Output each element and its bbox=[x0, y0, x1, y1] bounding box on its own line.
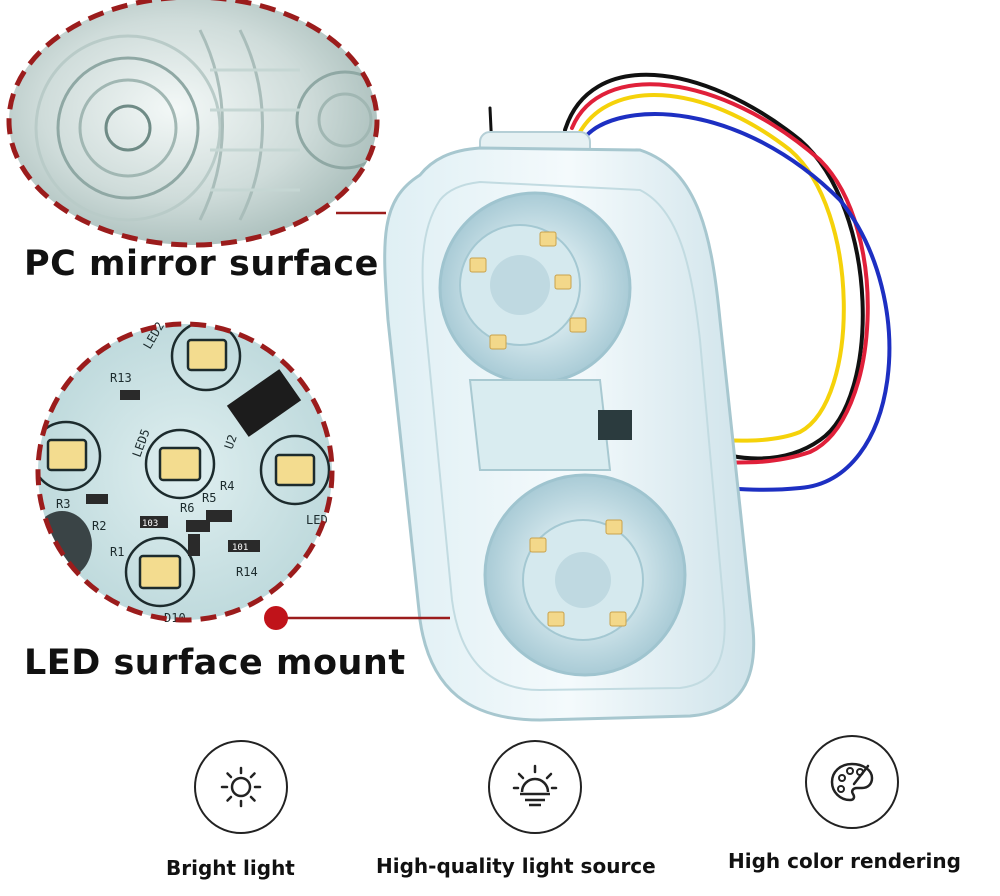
pcb-marking-r1: R1 bbox=[110, 545, 124, 559]
feature-high-quality-light-source bbox=[488, 740, 582, 834]
pcb-marking-r4: R4 bbox=[220, 479, 234, 493]
pcb-marking-101: 101 bbox=[232, 543, 248, 553]
pcb-marking-r6: R6 bbox=[180, 501, 194, 515]
pcb-inset: R13 LED2 LED5 U2 R3 R2 R1 R6 R5 R4 103 1… bbox=[35, 319, 335, 625]
sun-icon bbox=[220, 766, 262, 808]
wire-bundle bbox=[488, 72, 892, 492]
palette-icon bbox=[830, 762, 874, 802]
pcb-marking-r13: R13 bbox=[110, 371, 132, 385]
callout-dot-led bbox=[264, 606, 288, 630]
callout-pc-mirror-surface: PC mirror surface bbox=[24, 244, 379, 284]
pcb-marking-u2: U2 bbox=[222, 433, 240, 451]
pcb-marking-r3: R3 bbox=[56, 497, 70, 511]
pcb-marking-103: 103 bbox=[142, 519, 158, 529]
pcb-marking-r14: R14 bbox=[236, 565, 258, 579]
callout-lines bbox=[278, 211, 450, 620]
lamp-light-icon bbox=[512, 764, 558, 807]
pc-mirror-inset bbox=[6, 0, 380, 248]
pcb-marking-r2: R2 bbox=[92, 519, 106, 533]
feature-label-high-color-rendering: High color rendering bbox=[728, 849, 961, 873]
feature-high-color-rendering bbox=[805, 735, 899, 829]
pcb-marking-r5: R5 bbox=[202, 491, 216, 505]
feature-label-bright-light: Bright light bbox=[166, 856, 295, 880]
callout-led-surface-mount: LED surface mount bbox=[24, 643, 406, 683]
lower-led-chips bbox=[529, 519, 627, 627]
upper-led-chips bbox=[469, 231, 587, 350]
feature-label-high-quality-light-source: High-quality light source bbox=[376, 854, 656, 878]
feature-bright-light bbox=[194, 740, 288, 834]
